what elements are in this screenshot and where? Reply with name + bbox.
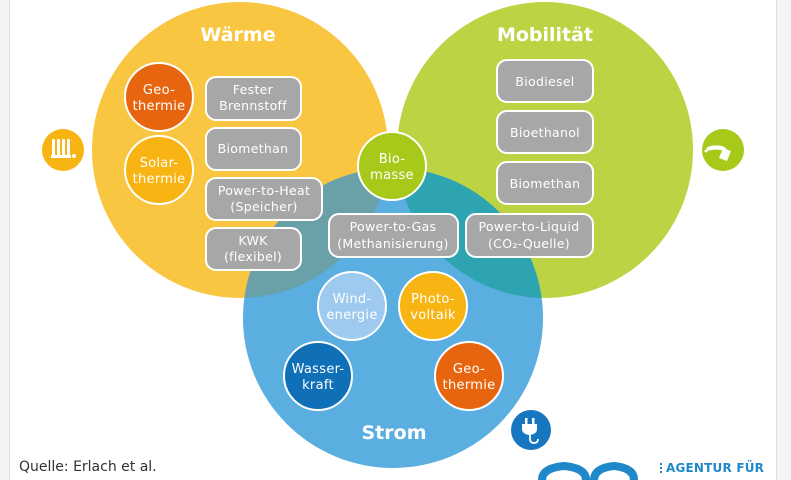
svg-text:Wind-: Wind- (333, 292, 372, 307)
waerme-box-fester-brennstoff: Fester Brennstoff (205, 76, 302, 121)
mobilitaet-box-biomethan: Biomethan (496, 161, 594, 205)
mobilitaet-box-biodiesel: Biodiesel (496, 59, 594, 103)
svg-text:Photo-: Photo- (411, 292, 455, 307)
mobilitaet-box-power-to-liquid: Power-to-Liquid (CO₂-Quelle) (465, 213, 594, 258)
strom-source-wasserkraft: Wasser- kraft (283, 341, 353, 411)
waerme-source-solarthermie: Solar- thermie (124, 135, 194, 205)
svg-text:(Speicher): (Speicher) (230, 199, 297, 214)
waerme-box-kwk: KWK (flexibel) (205, 227, 302, 271)
strom-title: Strom (362, 422, 427, 444)
svg-text:energie: energie (326, 308, 377, 323)
strom-source-geothermie: Geo- thermie (434, 341, 504, 411)
source-citation: Quelle: Erlach et al. (19, 459, 157, 475)
svg-text:thermie: thermie (443, 378, 496, 393)
svg-text:Bioethanol: Bioethanol (510, 125, 580, 140)
svg-text:Fester: Fester (233, 82, 274, 97)
svg-text:kraft: kraft (302, 378, 334, 393)
svg-text:Power-to-Liquid: Power-to-Liquid (479, 219, 580, 234)
svg-text:Brennstoff: Brennstoff (219, 98, 287, 113)
strom-source-windenergie: Wind- energie (317, 271, 387, 341)
svg-text:Biomethan: Biomethan (510, 176, 581, 191)
logo-text: AGENTUR FÜR (666, 461, 765, 475)
logo-mark (538, 461, 662, 480)
svg-text:Power-to-Gas: Power-to-Gas (350, 219, 437, 234)
svg-text:Bio-: Bio- (379, 152, 406, 167)
mobilitaet-title: Mobilität (497, 24, 593, 46)
svg-text:masse: masse (370, 168, 414, 183)
fuel-nozzle-icon (702, 129, 744, 171)
svg-text:Biomethan: Biomethan (218, 141, 289, 156)
waerme-box-biomethan: Biomethan (205, 127, 302, 171)
svg-text:voltaik: voltaik (410, 308, 456, 323)
svg-text:(flexibel): (flexibel) (224, 249, 282, 264)
page-edge-right (776, 0, 791, 480)
center-power-to-gas: Power-to-Gas (Methanisierung) (328, 213, 459, 258)
svg-text:Wasser-: Wasser- (292, 362, 345, 377)
page-edge-left (0, 0, 10, 480)
radiator-icon (42, 129, 84, 171)
svg-text:thermie: thermie (133, 99, 186, 114)
center-biomasse: Bio- masse (357, 131, 427, 201)
svg-text:thermie: thermie (133, 172, 186, 187)
waerme-source-geothermie: Geo- thermie (124, 62, 194, 132)
mobilitaet-box-bioethanol: Bioethanol (496, 110, 594, 154)
svg-text:Biodiesel: Biodiesel (515, 74, 574, 89)
waerme-box-power-to-heat: Power-to-Heat (Speicher) (205, 177, 323, 221)
svg-text:Solar-: Solar- (140, 156, 179, 171)
svg-text:Geo-: Geo- (143, 83, 175, 98)
svg-text:(Methanisierung): (Methanisierung) (337, 236, 449, 251)
svg-text:Geo-: Geo- (453, 362, 485, 377)
waerme-strom-overlap (243, 168, 388, 298)
svg-text:(CO₂-Quelle): (CO₂-Quelle) (488, 236, 570, 251)
waerme-title: Wärme (200, 24, 275, 46)
strom-source-photovoltaik: Photo- voltaik (398, 271, 468, 341)
svg-text:KWK: KWK (238, 233, 268, 248)
power-plug-icon (511, 410, 551, 450)
svg-text:Power-to-Heat: Power-to-Heat (218, 183, 310, 198)
